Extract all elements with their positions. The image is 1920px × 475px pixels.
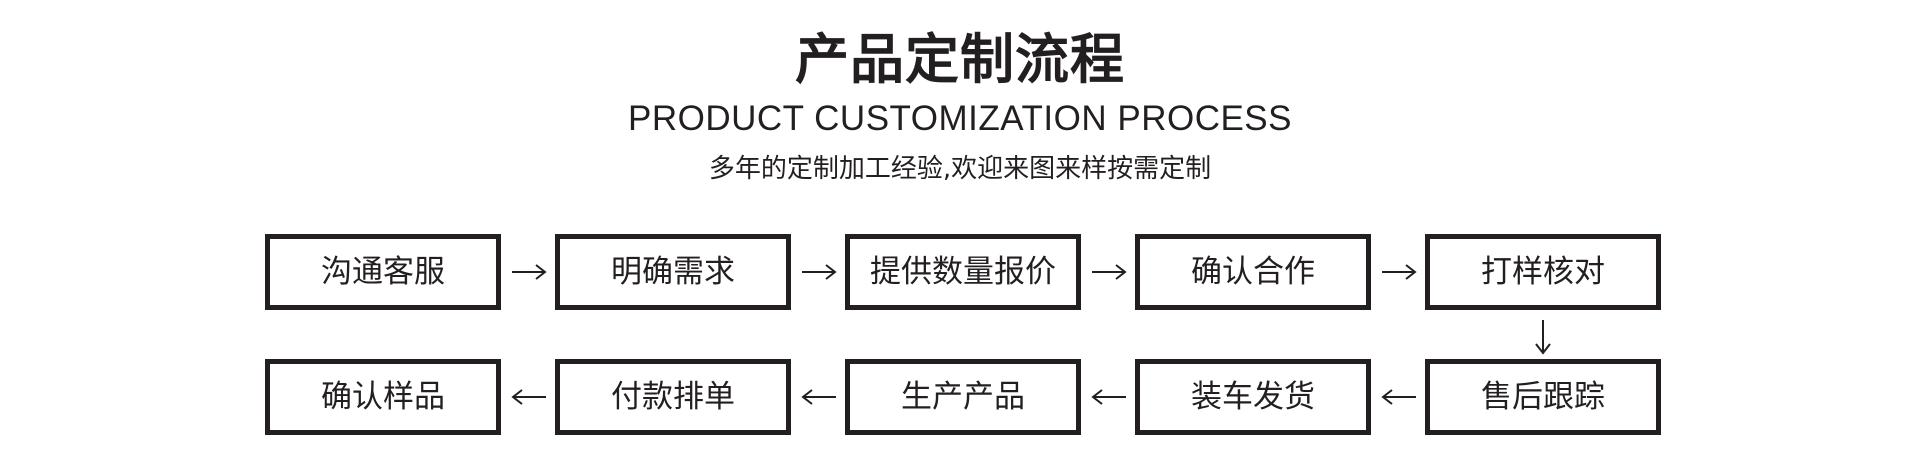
step-loading-shipping: 装车发货 — [1135, 359, 1371, 435]
step-production: 生产产品 — [845, 359, 1081, 435]
page-title: 产品定制流程 — [795, 28, 1125, 91]
arrow-down-icon — [1531, 318, 1555, 356]
step-confirm-cooperation: 确认合作 — [1135, 234, 1371, 310]
step-sample-check: 打样核对 — [1425, 234, 1661, 310]
arrow-left-icon — [1090, 385, 1128, 409]
step-clarify-requirements: 明确需求 — [555, 234, 791, 310]
arrow-right-icon — [1090, 260, 1128, 284]
arrow-left-icon — [800, 385, 838, 409]
step-payment-schedule: 付款排单 — [555, 359, 791, 435]
arrow-left-icon — [1380, 385, 1418, 409]
arrow-left-icon — [510, 385, 548, 409]
step-confirm-sample: 确认样品 — [265, 359, 501, 435]
step-communicate-service: 沟通客服 — [265, 234, 501, 310]
page-subtitle: PRODUCT CUSTOMIZATION PROCESS — [628, 99, 1292, 138]
arrow-right-icon — [1380, 260, 1418, 284]
page-tagline: 多年的定制加工经验,欢迎来图来样按需定制 — [708, 154, 1212, 184]
arrow-right-icon — [800, 260, 838, 284]
arrow-right-icon — [510, 260, 548, 284]
step-quantity-quote: 提供数量报价 — [845, 234, 1081, 310]
step-after-sales: 售后跟踪 — [1425, 359, 1661, 435]
